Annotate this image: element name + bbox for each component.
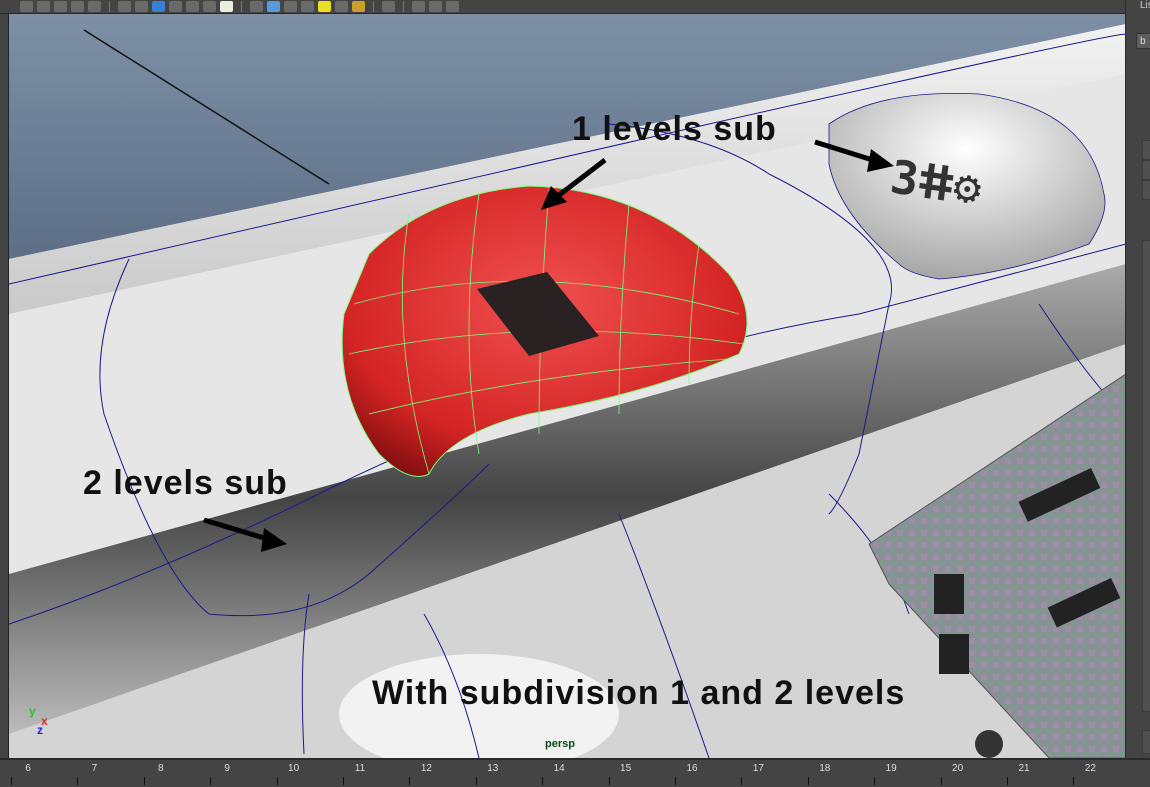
timeline-tick-label: 10 — [288, 763, 300, 774]
panel-footer-button[interactable] — [1142, 730, 1150, 754]
panel-title: Lis — [1140, 0, 1150, 11]
timeline-tick — [1007, 777, 1008, 785]
timeline-tick-label: 12 — [420, 763, 432, 774]
timeline-tick — [675, 777, 676, 785]
select-cursor-icon[interactable] — [382, 1, 395, 12]
toolbar-separator — [241, 1, 242, 12]
timeline-tick — [11, 777, 12, 785]
timeline-tick-label: 14 — [553, 763, 565, 774]
timeline-tick — [343, 777, 344, 785]
timeline-tick — [276, 777, 278, 785]
annotation-two-level: 2 levels sub — [83, 464, 288, 502]
timeline-tick-label: 9 — [224, 763, 230, 774]
axis-z-label: z — [37, 723, 43, 737]
panel-button[interactable]: b — [1136, 33, 1150, 49]
light-gray-icon[interactable] — [335, 1, 348, 12]
right-panel: Lis b — [1125, 0, 1150, 758]
cube-xray-icon[interactable] — [284, 1, 297, 12]
xray-icon[interactable] — [186, 1, 199, 12]
panel-row[interactable] — [1142, 160, 1150, 180]
timeline-tick-label: 11 — [354, 763, 366, 774]
timeline-tick-label: 17 — [752, 763, 764, 774]
share-icon[interactable] — [446, 1, 459, 12]
toolbar-separator — [373, 1, 374, 12]
panel-list[interactable] — [1142, 240, 1150, 712]
timeline-tick — [210, 777, 212, 785]
smooth-shade-icon[interactable] — [152, 1, 165, 12]
timeline-tick — [77, 777, 79, 785]
timeline-tick — [143, 777, 145, 785]
svg-text:3ⵌ⚙: 3ⵌ⚙ — [887, 149, 985, 215]
cube-shaded-icon[interactable] — [267, 1, 280, 12]
panel-row[interactable] — [1142, 140, 1150, 160]
light-gold-icon[interactable] — [352, 1, 365, 12]
timeline-tick — [475, 777, 477, 785]
timeline-tick-label: 7 — [91, 763, 98, 774]
timeline-tick-label: 22 — [1084, 763, 1096, 774]
3d-viewport[interactable]: 3ⵌ⚙ 1 levels sub 2 levels sub With subdi… — [8, 14, 1126, 758]
component-icon[interactable] — [203, 1, 216, 12]
timeline-tick-label: 20 — [952, 763, 964, 774]
toolbar-separator — [109, 1, 110, 12]
timeline-tick — [608, 777, 610, 785]
annotation-caption: With subdivision 1 and 2 levels — [372, 674, 906, 712]
timeline-tick-label: 18 — [819, 763, 831, 774]
timeline-tick — [741, 777, 743, 785]
bookmark-icon[interactable] — [54, 1, 67, 12]
wireframe-icon[interactable] — [118, 1, 131, 12]
iso-cube-icon[interactable] — [412, 1, 425, 12]
annotation-one-level: 1 levels sub — [572, 110, 777, 148]
timeline-tick — [807, 777, 809, 785]
film-gate-icon[interactable] — [135, 1, 148, 12]
timeline-tick-label: 16 — [686, 763, 698, 774]
axis-y-label: y — [29, 704, 36, 718]
texture-icon[interactable] — [220, 1, 233, 12]
timeline-tick — [542, 777, 544, 785]
axis-gizmo: y x z — [29, 704, 48, 737]
timeline-tick-label: 6 — [25, 763, 31, 774]
timeline-tick — [1073, 777, 1075, 785]
timeline-tick-label: 8 — [158, 763, 164, 774]
select-camera-icon[interactable] — [88, 1, 101, 12]
timeline-tick — [874, 777, 876, 785]
timeline-tick-label: 19 — [885, 763, 897, 774]
timeline-tick-label: 13 — [487, 763, 499, 774]
cube-icon[interactable] — [250, 1, 263, 12]
toolbar-separator — [403, 1, 404, 12]
light-yellow-icon[interactable] — [318, 1, 331, 12]
timeline-tick-label: 15 — [620, 763, 632, 774]
attribute-icon[interactable] — [37, 1, 50, 12]
timeline-tick — [940, 777, 942, 785]
frame-icon[interactable] — [429, 1, 442, 12]
panel-row[interactable] — [1142, 180, 1150, 200]
timeline-tick — [409, 777, 411, 785]
scene-render: 3ⵌ⚙ — [9, 14, 1126, 758]
viewport-toolbar — [0, 0, 1150, 14]
camera-icon[interactable] — [20, 1, 33, 12]
checker-icon[interactable] — [301, 1, 314, 12]
flat-shade-icon[interactable] — [169, 1, 182, 12]
axis-x-label: x — [41, 714, 48, 728]
timeline-tick-label: 21 — [1018, 763, 1030, 774]
time-slider[interactable]: 6 7 8 9 10 11 12 13 14 15 16 17 18 19 20 21 22 — [0, 758, 1150, 787]
grid-icon[interactable] — [71, 1, 84, 12]
camera-label: persp — [545, 738, 575, 750]
